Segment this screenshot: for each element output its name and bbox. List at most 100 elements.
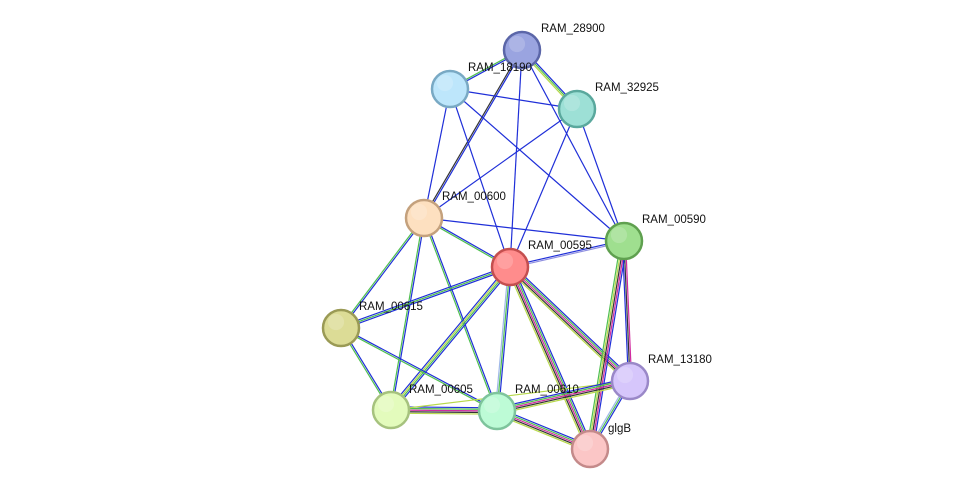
edge-RAM_00600-RAM_00590: [423, 217, 625, 242]
node-highlight: [496, 252, 514, 270]
edge-strand: [509, 108, 578, 268]
edge-strand: [422, 49, 522, 218]
edge-strand: [586, 240, 622, 449]
edge-RAM_00600-RAM_00605: [389, 217, 426, 411]
edge-strand: [449, 88, 578, 110]
edge-strand: [576, 108, 625, 242]
edge-strand: [497, 383, 631, 415]
edge-strand: [494, 266, 510, 411]
node-RAM_00590[interactable]: RAM_00590: [604, 214, 706, 261]
edge-strand: [506, 268, 588, 451]
node-RAM_00600[interactable]: RAM_00600: [404, 191, 506, 238]
edge-strand: [509, 266, 591, 450]
edge-RAM_00610-RAM_13180: [496, 377, 631, 415]
edge-RAM_18190-RAM_00600: [423, 88, 451, 219]
edge-strand: [392, 268, 513, 412]
node-highlight: [327, 313, 345, 331]
edge-strand: [496, 377, 630, 409]
edge-strand: [510, 241, 625, 269]
edge-strand: [496, 380, 631, 412]
node-RAM_00605[interactable]: RAM_00605: [371, 384, 473, 430]
node-circle[interactable]: [321, 308, 361, 348]
edge-RAM_18190-RAM_32925: [449, 88, 578, 110]
node-RAM_18190[interactable]: RAM_18190: [430, 62, 532, 109]
node-label: RAM_32925: [595, 82, 659, 94]
edge-strand: [341, 326, 498, 411]
edge-strand: [391, 218, 426, 411]
node-glgB[interactable]: glgB: [570, 423, 631, 469]
edge-strand: [587, 240, 624, 449]
edge-strand: [340, 266, 511, 329]
edge-RAM_00595-RAM_00605: [388, 265, 513, 412]
edge-RAM_00615-RAM_00610: [340, 326, 498, 413]
edge-RAM_32925-RAM_00600: [423, 108, 578, 219]
edge-strand: [423, 217, 625, 242]
node-label: RAM_00600: [442, 191, 506, 203]
edge-strand: [449, 88, 625, 242]
edge-strand: [509, 266, 631, 382]
edge-strand: [424, 50, 524, 219]
node-label: RAM_00590: [642, 214, 706, 226]
node-RAM_00595[interactable]: RAM_00595: [490, 240, 592, 287]
node-RAM_00615[interactable]: RAM_00615: [321, 301, 423, 348]
edge-strand: [339, 217, 424, 328]
edge-strand: [511, 264, 633, 380]
node-circle[interactable]: [371, 390, 411, 430]
edge-strand: [589, 240, 625, 450]
node-highlight: [563, 94, 581, 112]
edge-strand: [341, 218, 426, 329]
edge-strand: [496, 378, 630, 411]
node-circle[interactable]: [557, 89, 597, 129]
edge-RAM_00595-RAM_00590: [509, 239, 625, 269]
edge-RAM_32925-RAM_00595: [509, 108, 578, 268]
node-circle[interactable]: [404, 198, 444, 238]
edge-strand: [507, 267, 590, 450]
node-circle[interactable]: [477, 391, 517, 431]
edge-RAM_00595-RAM_00615: [340, 264, 511, 331]
edge-strand: [507, 268, 629, 384]
node-circle[interactable]: [490, 247, 530, 287]
node-RAM_13180[interactable]: RAM_13180: [610, 354, 712, 401]
node-circle[interactable]: [570, 429, 610, 469]
edge-strand: [423, 88, 451, 219]
node-circle[interactable]: [502, 30, 542, 70]
edge-strand: [341, 267, 511, 331]
edge-strand: [510, 266, 593, 449]
edges-layer: [339, 48, 633, 453]
edge-strand: [389, 217, 424, 410]
node-label: RAM_00610: [515, 384, 579, 396]
node-highlight: [610, 226, 628, 244]
node-label: RAM_18190: [468, 62, 532, 74]
edge-strand: [509, 49, 523, 268]
node-highlight: [576, 434, 594, 452]
edge-strand: [623, 240, 631, 382]
node-RAM_00610[interactable]: RAM_00610: [477, 384, 579, 431]
edge-RAM_28900-RAM_00595: [509, 49, 523, 268]
edge-strand: [512, 265, 594, 448]
node-label: RAM_13180: [648, 354, 712, 366]
node-label: RAM_00615: [359, 301, 423, 313]
nodes-layer: RAM_28900RAM_18190RAM_32925RAM_00600RAM_…: [321, 23, 712, 469]
edge-strand: [422, 218, 497, 412]
edge-strand: [497, 381, 631, 414]
node-label: RAM_00595: [528, 240, 592, 252]
edge-strand: [424, 217, 499, 411]
node-highlight: [483, 396, 501, 414]
edge-strand: [389, 266, 510, 410]
node-highlight: [508, 35, 526, 53]
edge-RAM_00595-RAM_00610: [494, 266, 513, 412]
edge-RAM_00605-RAM_13180: [390, 380, 631, 411]
edge-RAM_00595-RAM_13180: [507, 264, 633, 384]
edge-strand: [340, 328, 497, 413]
node-circle[interactable]: [610, 361, 650, 401]
node-circle[interactable]: [604, 221, 644, 261]
edge-strand: [624, 240, 633, 381]
node-highlight: [436, 74, 454, 92]
edge-strand: [340, 264, 510, 328]
node-label: RAM_28900: [541, 23, 605, 35]
node-circle[interactable]: [430, 69, 470, 109]
node-RAM_32925[interactable]: RAM_32925: [557, 82, 659, 129]
node-RAM_28900[interactable]: RAM_28900: [502, 23, 605, 70]
edge-strand: [423, 108, 578, 219]
